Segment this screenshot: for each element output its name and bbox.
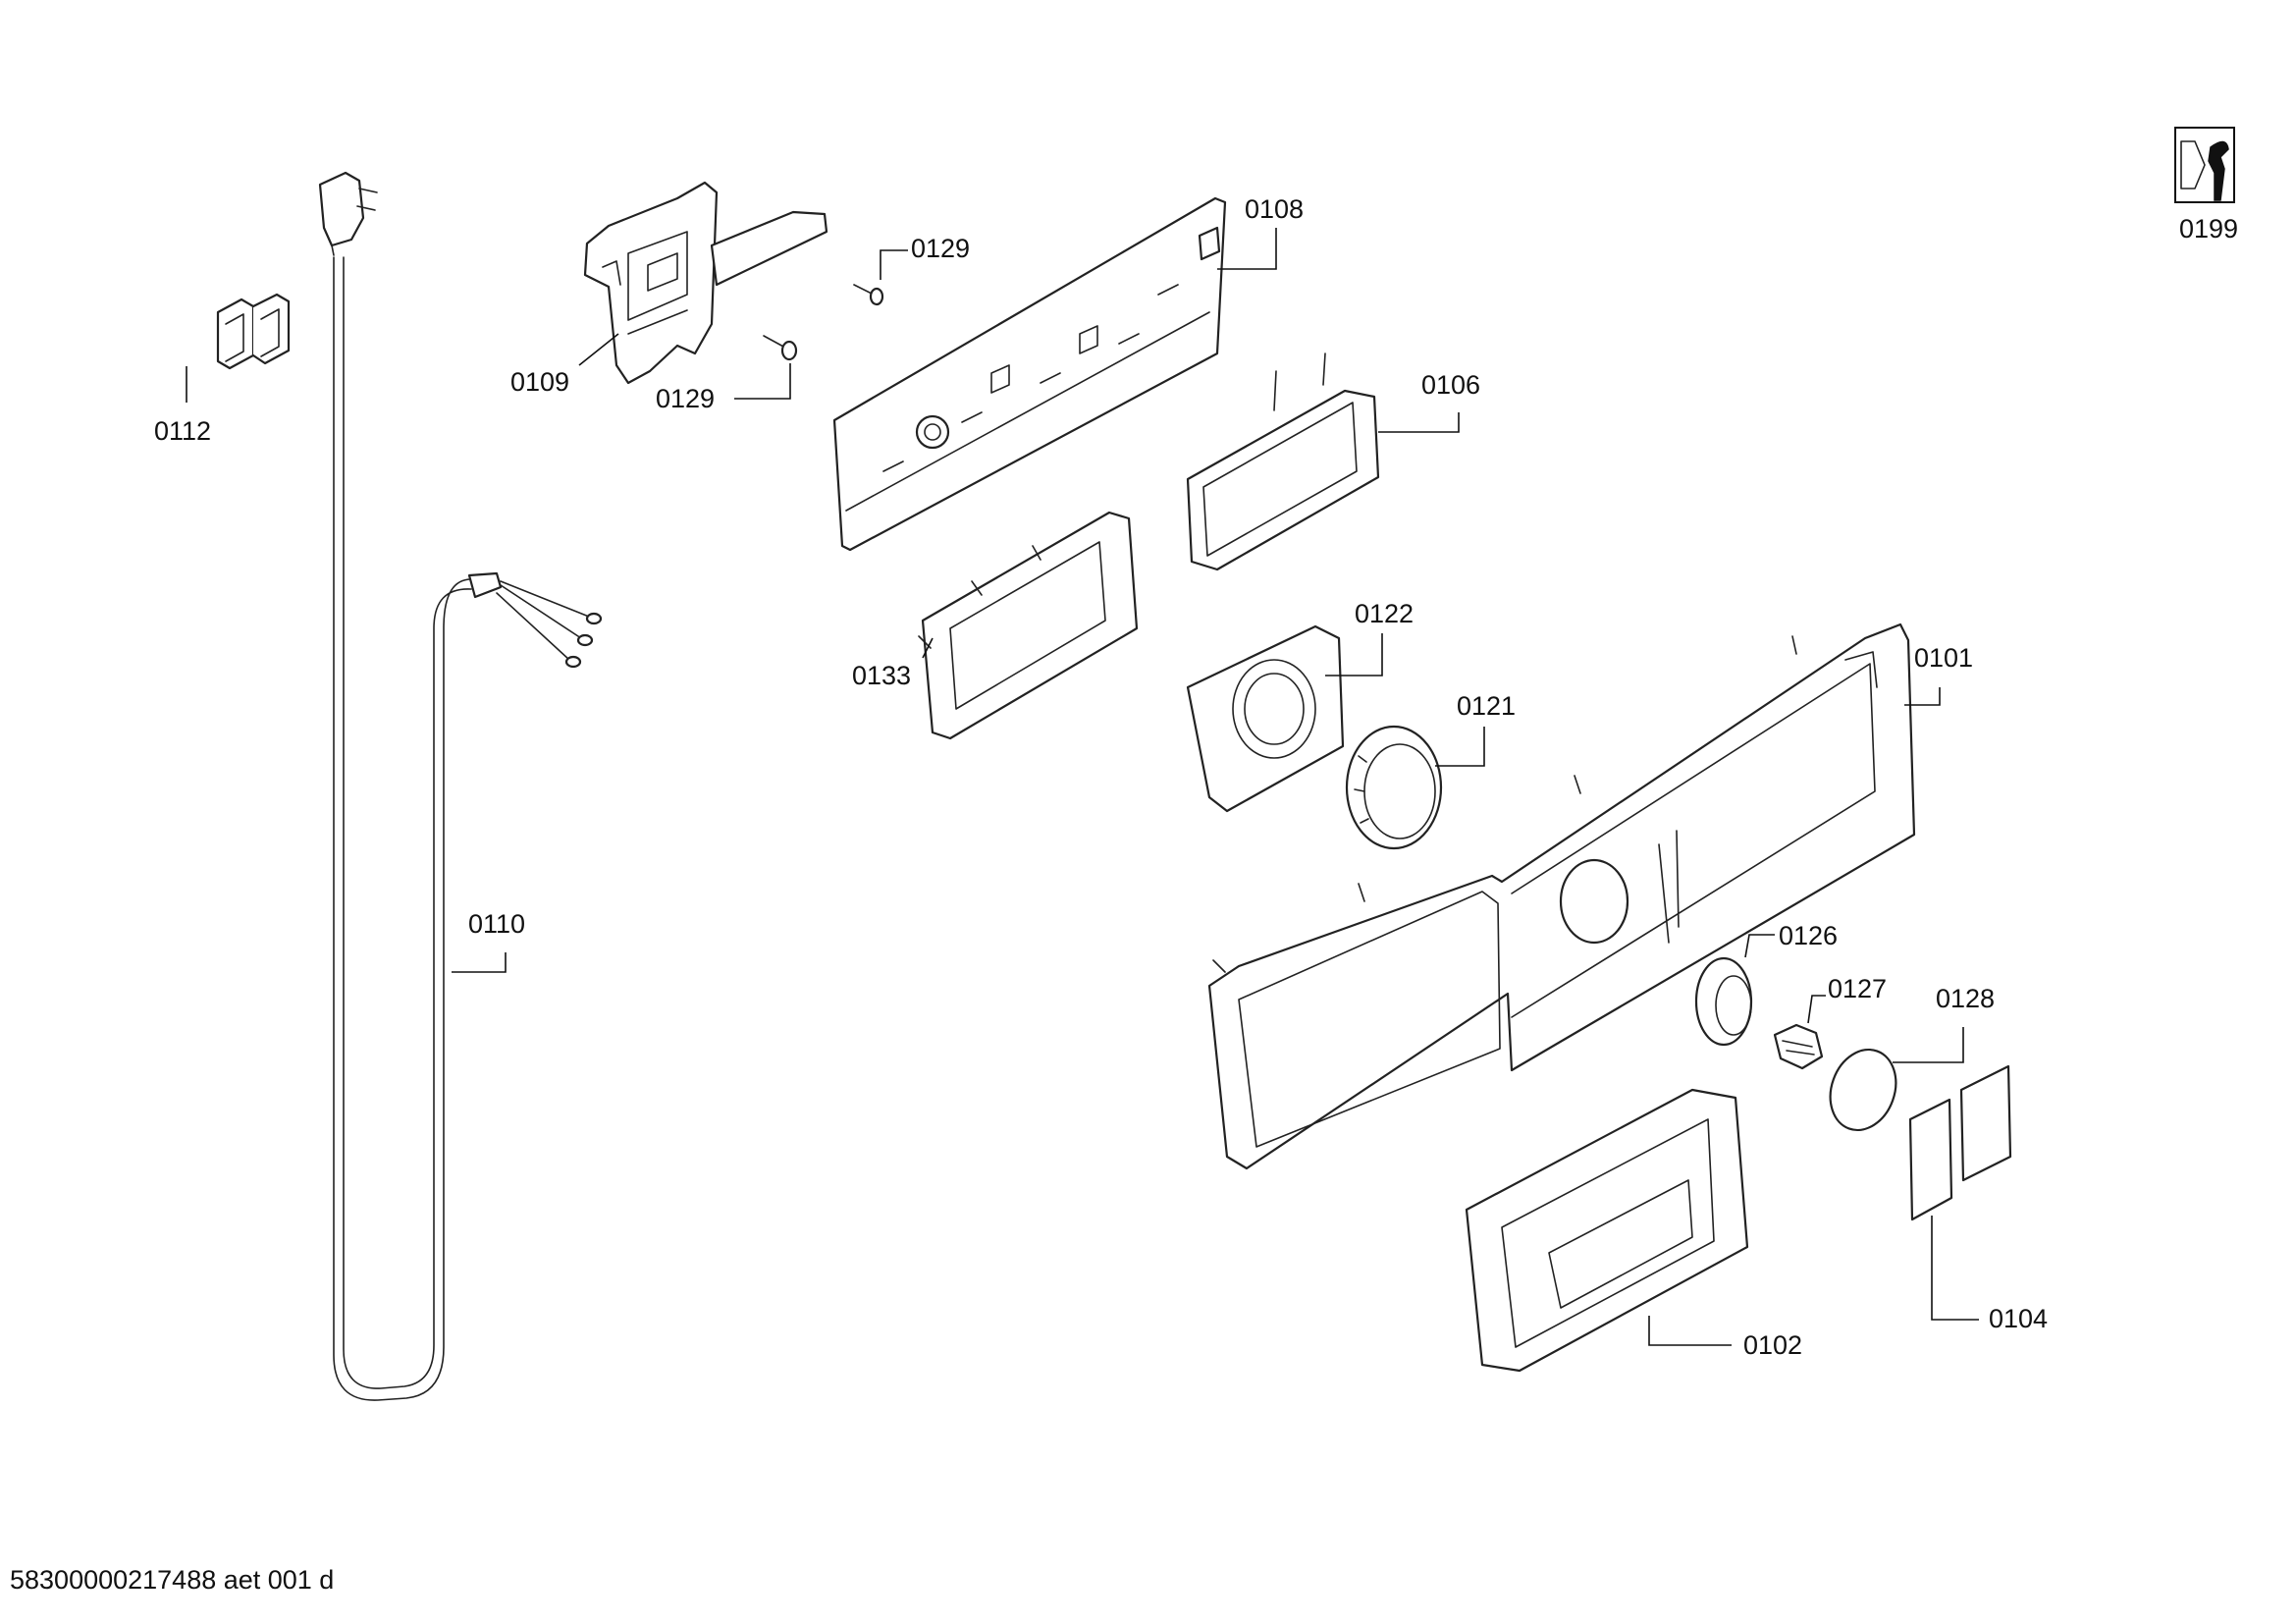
part-0108-control-board	[832, 196, 1227, 552]
part-0104-panel-foils	[1908, 1064, 2012, 1221]
document-code: 58300000217488 aet 001 d	[10, 1565, 335, 1595]
leader-0102	[1648, 1316, 1732, 1346]
leader-0109	[578, 333, 619, 366]
label-0110: 0110	[468, 909, 525, 939]
part-0112-cable-clips	[216, 293, 291, 370]
label-0109: 0109	[510, 367, 569, 397]
label-0199: 0199	[2179, 214, 2238, 244]
label-0121: 0121	[1457, 691, 1516, 721]
label-0104: 0104	[1989, 1304, 2048, 1333]
label-0133: 0133	[852, 661, 911, 690]
leader-0128	[1893, 1027, 1964, 1063]
part-0126-knob	[1694, 956, 1753, 1047]
label-0128: 0128	[1936, 984, 1995, 1013]
leader-0104	[1931, 1216, 1979, 1321]
leader-0101	[1904, 687, 1941, 706]
part-0121-ring	[1345, 725, 1443, 850]
part-0102-drawer-handle	[1465, 1088, 1749, 1373]
part-0106-display-window	[1186, 352, 1380, 571]
label-0127: 0127	[1828, 974, 1887, 1003]
label-0101: 0101	[1914, 643, 1973, 673]
part-0128-cap	[1829, 1048, 1897, 1132]
leader-0129-upper	[880, 249, 908, 280]
part-0110-mains-cable	[318, 171, 603, 1401]
label-0129-lower: 0129	[656, 384, 715, 413]
part-0122-knob-holder	[1186, 624, 1345, 813]
part-0109-mounting-bracket	[583, 181, 828, 385]
leader-0106	[1378, 412, 1460, 433]
part-0133-display-frame	[918, 511, 1139, 740]
nut-and-wrench-icon	[2174, 127, 2235, 203]
leader-0122	[1325, 633, 1383, 677]
part-0129-screw-lower	[763, 335, 798, 361]
label-0106: 0106	[1421, 370, 1480, 400]
part-0127-knob-insert	[1773, 1023, 1824, 1070]
leader-0110	[452, 952, 507, 973]
label-0126: 0126	[1779, 921, 1838, 950]
label-0129-upper: 0129	[911, 234, 970, 263]
leader-0121	[1435, 727, 1485, 767]
label-0122: 0122	[1355, 599, 1414, 628]
label-0112: 0112	[154, 416, 211, 446]
leader-0127	[1807, 995, 1826, 1024]
leader-0126	[1744, 934, 1775, 958]
label-0102: 0102	[1743, 1330, 1802, 1360]
leader-0133	[922, 637, 934, 659]
part-0129-screw-upper	[853, 284, 884, 306]
leader-0108	[1217, 228, 1277, 270]
leader-0129-lower	[734, 363, 791, 400]
label-0108: 0108	[1245, 194, 1304, 224]
part-0101-control-panel-fascia	[1207, 623, 1916, 1170]
